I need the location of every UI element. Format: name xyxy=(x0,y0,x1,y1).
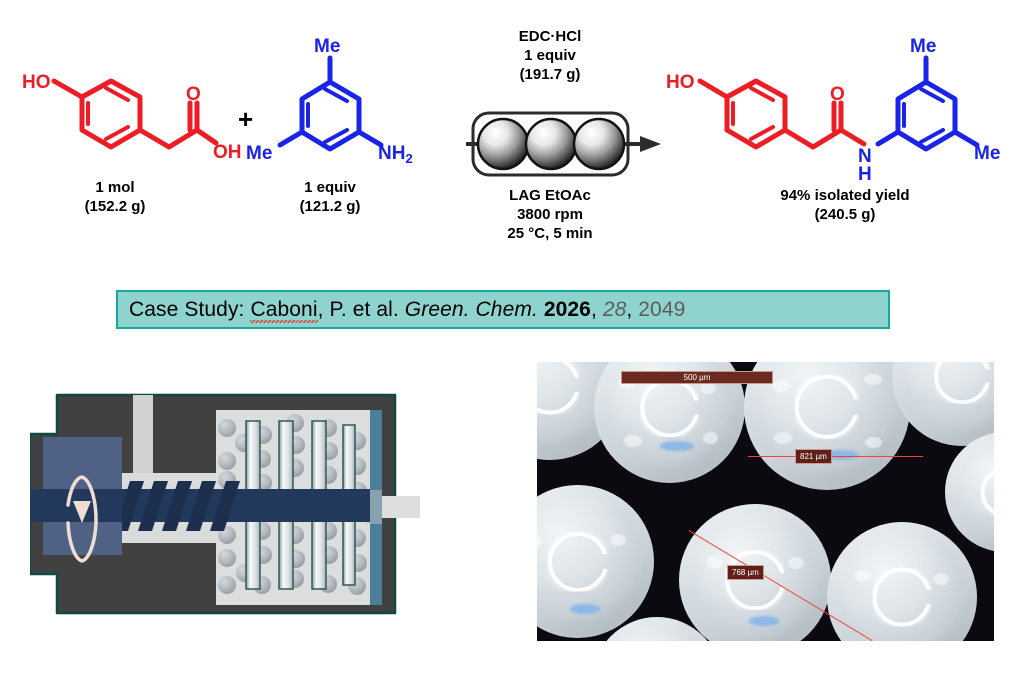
media-bead xyxy=(945,432,994,552)
plus-sign: + xyxy=(238,104,253,134)
reactant2-label-me-top: Me xyxy=(314,36,340,57)
reactant2-label-nh2: NH2 xyxy=(378,143,413,166)
citation-journal: Green. Chem. xyxy=(404,297,538,321)
micrograph-panel: 500 µm 821 µm 768 µm xyxy=(537,362,994,641)
reaction-scheme: HO O OH + Me Me NH2 xyxy=(22,36,1000,185)
rotation-arrow xyxy=(66,475,98,563)
citation-text: Case Study: Caboni, P. et al. Green. Che… xyxy=(118,298,685,322)
citation-sep-1: , xyxy=(590,297,603,321)
product-label-ho: HO xyxy=(666,72,695,93)
product-structure-amine xyxy=(875,55,980,152)
bead-mill-diagram xyxy=(28,373,432,635)
citation-banner: Case Study: Caboni, P. et al. Green. Che… xyxy=(116,290,890,329)
citation-sep-2: , xyxy=(626,297,639,321)
measurement-line-horizontal-right xyxy=(820,456,923,457)
citation-prefix: Case Study: xyxy=(129,297,251,321)
citation-author-rest: , P. et al. xyxy=(317,297,405,321)
media-bead xyxy=(537,485,654,638)
citation-author-misspelled: Caboni xyxy=(250,297,318,321)
media-bead xyxy=(827,522,977,641)
product-structure-aryl xyxy=(697,78,867,150)
product-label-me-right: Me xyxy=(974,143,1000,164)
reactant2-label-me-left: Me xyxy=(246,143,272,164)
reactant-1-structure xyxy=(51,78,219,150)
citation-year: 2026 xyxy=(543,297,591,321)
reactant1-label-oh: OH xyxy=(213,142,242,163)
product-label-n: N xyxy=(858,146,872,167)
product-label-me-top: Me xyxy=(910,36,936,57)
citation-volume: 28 xyxy=(602,297,627,321)
milling-balls-icon xyxy=(476,117,626,171)
reactant1-label-o: O xyxy=(186,84,201,105)
product-label-h: H xyxy=(858,164,872,185)
product-label-o: O xyxy=(830,84,845,105)
product-amount: 94% isolated yield (240.5 g) xyxy=(780,187,910,223)
reactant-2-structure xyxy=(277,55,384,152)
inlet-port xyxy=(133,395,153,479)
measurement-label-821: 821 µm xyxy=(795,449,832,464)
arrow-conditions-above: EDC·HCl 1 equiv (191.7 g) xyxy=(518,28,582,83)
reactant1-amount: 1 mol (152.2 g) xyxy=(84,179,146,215)
reaction-arrow xyxy=(466,111,661,177)
citation-page: 2049 xyxy=(638,297,686,321)
reactant2-amount: 1 equiv (121.2 g) xyxy=(299,179,361,215)
mill-vessel-outline xyxy=(471,111,630,177)
reactant1-label-ho: HO xyxy=(22,72,51,93)
media-bead xyxy=(892,362,994,446)
scale-bar: 500 µm xyxy=(621,371,773,384)
arrow-conditions-below: LAG EtOAc 3800 rpm 25 °C, 5 min xyxy=(507,187,593,242)
rotation-arrowhead xyxy=(73,501,91,523)
measurement-label-768: 768 µm xyxy=(727,565,764,580)
outlet-port xyxy=(382,496,420,518)
